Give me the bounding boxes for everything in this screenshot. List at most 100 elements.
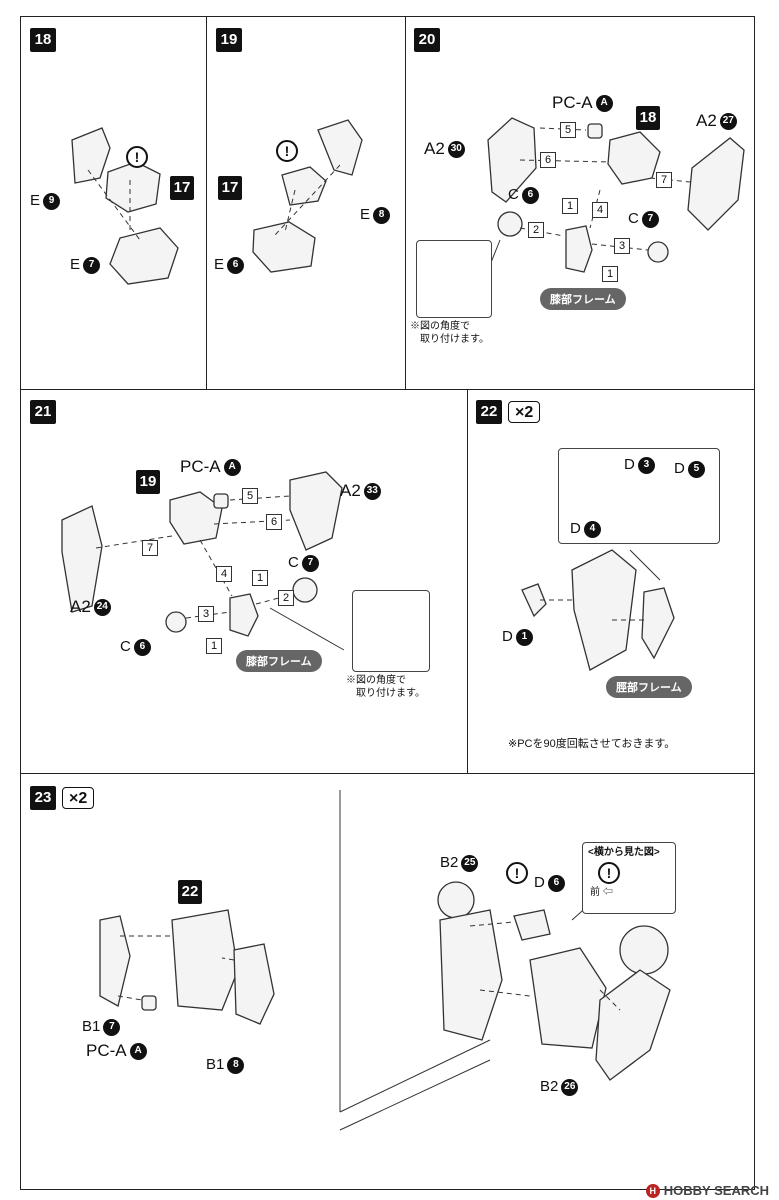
part-number-badge: A: [129, 1042, 147, 1060]
front-direction-label: 前 ⇦: [590, 886, 613, 899]
part-letter: D: [502, 628, 513, 645]
part-letter: A2: [340, 481, 361, 500]
part-letter: D: [674, 460, 685, 477]
part-letter: C: [628, 210, 639, 227]
sequence-number: 2: [278, 590, 294, 606]
sequence-number: 3: [614, 238, 630, 254]
caution-icon: !: [126, 146, 148, 168]
part-number-badge: 24: [93, 598, 111, 616]
part-number-badge: 27: [719, 112, 737, 130]
quantity-multiplier: ×2: [508, 401, 541, 423]
part-number-badge: 6: [547, 874, 565, 892]
step-ref-18: 18: [636, 106, 660, 130]
part-letter: C: [120, 638, 131, 655]
part-number-badge: 6: [521, 186, 539, 204]
part-number-badge: 7: [103, 1018, 121, 1036]
sequence-number: 1: [562, 198, 578, 214]
step-ref-17: 17: [170, 176, 194, 200]
part-number-badge: 7: [641, 210, 659, 228]
sequence-number: 1: [252, 570, 268, 586]
part-number-badge: 6: [133, 638, 151, 656]
part-letter: D: [570, 520, 581, 537]
step-number-19: 19: [216, 28, 242, 52]
frame-label-knee: 膝部フレーム: [540, 288, 626, 310]
step-ref-17: 17: [218, 176, 242, 200]
part-number-badge: 8: [373, 206, 391, 224]
sequence-number: 2: [528, 222, 544, 238]
part-letter: C: [288, 554, 299, 571]
sequence-number: 1: [206, 638, 222, 654]
part-letter: A2: [70, 597, 91, 616]
step-number-23: 23: [30, 786, 56, 810]
part-letter: E: [214, 256, 225, 273]
angle-inset: [352, 590, 430, 672]
part-letter: PC-A: [86, 1041, 127, 1060]
angle-note: ※図の角度で取り付けます。: [346, 674, 425, 700]
frame-label-shin: 脛部フレーム: [606, 676, 692, 698]
part-number-badge: 30: [447, 140, 465, 158]
part-letter: B1: [82, 1018, 101, 1035]
step-number-22: 22: [476, 400, 502, 424]
side-view-title: <横から見た図>: [588, 847, 660, 858]
part-letter: PC-A: [552, 93, 593, 112]
caution-icon: !: [598, 862, 620, 884]
front-label: 前: [590, 887, 600, 898]
caution-icon: !: [276, 140, 298, 162]
part-number-badge: 9: [43, 192, 61, 210]
part-number-badge: 25: [461, 854, 479, 872]
part-letter: D: [624, 456, 635, 473]
step-number-18: 18: [30, 28, 56, 52]
sequence-number: 7: [656, 172, 672, 188]
part-number-badge: 6: [227, 256, 245, 274]
part-letter: E: [360, 206, 371, 223]
part-letter: B1: [206, 1056, 225, 1073]
sequence-number: 3: [198, 606, 214, 622]
note-line: 取り付けます。: [420, 334, 489, 345]
side-view-inset: [582, 842, 676, 914]
note-line: 取り付けます。: [356, 688, 425, 699]
sequence-number: 4: [216, 566, 232, 582]
step-number-21: 21: [30, 400, 56, 424]
part-number-badge: 5: [687, 460, 705, 478]
arrow-left-icon: ⇦: [602, 887, 613, 898]
part-number-badge: 3: [637, 456, 655, 474]
sequence-number: 5: [560, 122, 576, 138]
angle-inset: [416, 240, 492, 318]
part-letter: B2: [440, 854, 459, 871]
part-number-badge: 33: [363, 482, 381, 500]
part-number-badge: 8: [227, 1056, 245, 1074]
part-letter: D: [534, 874, 545, 891]
caution-icon: !: [506, 862, 528, 884]
sequence-number: 7: [142, 540, 158, 556]
angle-note: ※図の角度で取り付けます。: [410, 320, 489, 346]
step-ref-19: 19: [136, 470, 160, 494]
part-number-badge: 4: [583, 520, 601, 538]
part-number-badge: 1: [515, 628, 533, 646]
brand-name: HOBBY SEARCH: [663, 1183, 769, 1198]
sequence-number: 6: [266, 514, 282, 530]
part-letter: E: [30, 192, 41, 209]
part-letter: C: [508, 186, 519, 203]
part-letter: E: [70, 256, 81, 273]
